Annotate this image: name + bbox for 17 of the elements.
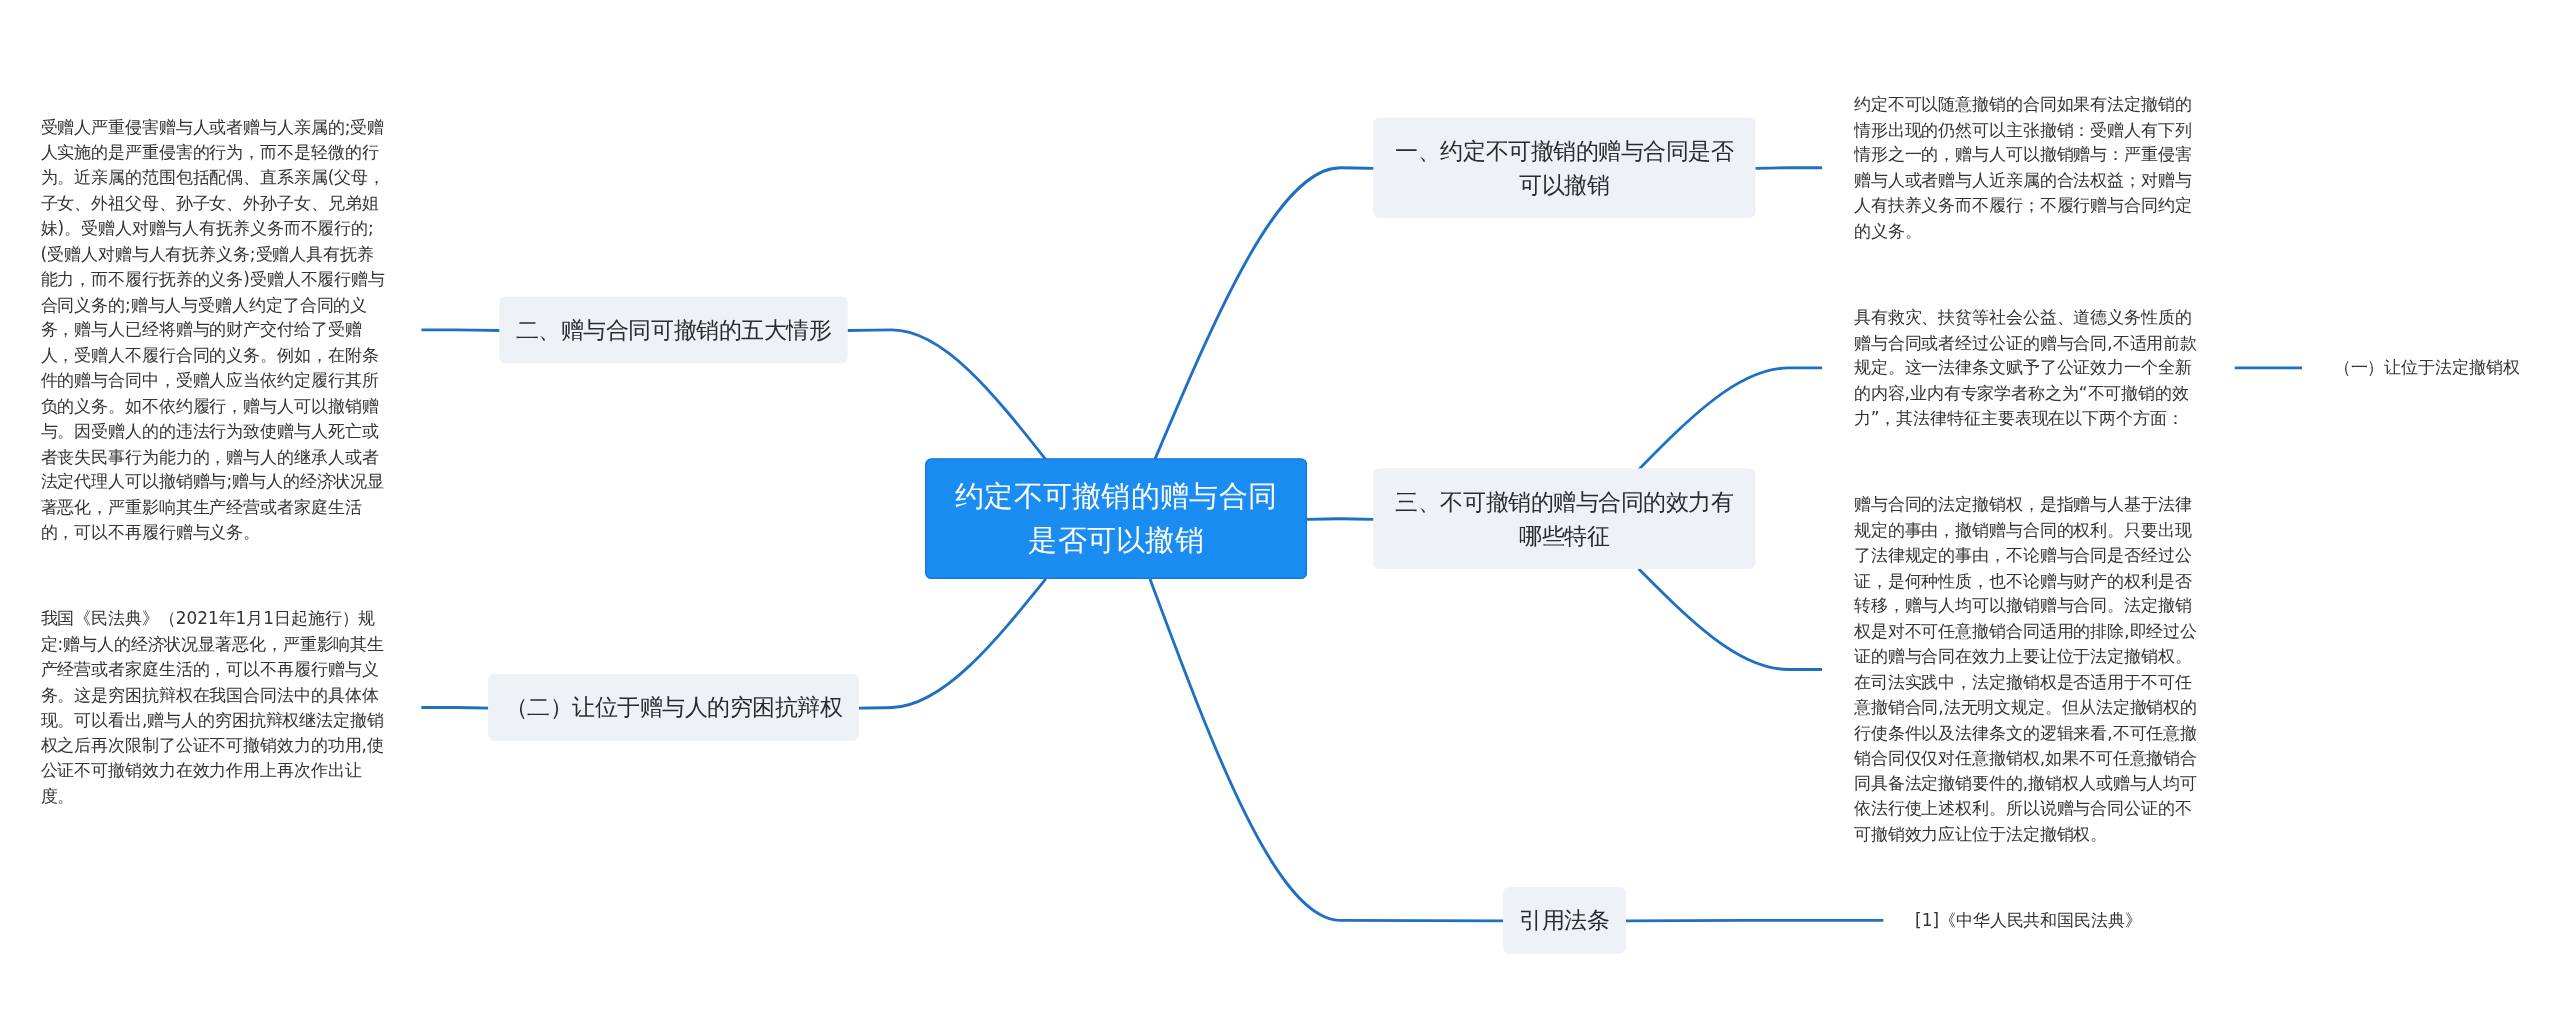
- connector: [1153, 166, 1375, 461]
- node-text: [1]《中华人民共和国民法典》: [1915, 909, 2142, 931]
- connector: [1637, 366, 1823, 471]
- connector: [847, 328, 1047, 461]
- node-text: 我国《民法典》（2021年1月1日起施行）规定:赠与人的经济状况显著恶化，严重影响其生产经营或者家庭生活的，可以不再履行赠与义务。这是穷困抗辩权在我国合同法中的具体体现。可以看出,赠与人的穷困抗辩权继法定撤销权之后再次限制了公证不可撤销效力的功用,使公证不可撤销效力在效力作用上再次作出让度。: [40, 608, 385, 807]
- node-text: 赠与合同的法定撤销权，是指赠与人基于法律规定的事由，撤销赠与合同的权利。只要出现了法律规定的事由，不论赠与合同是否经过公证，是何种性质，也不论赠与财产的权利是否转移，赠与人均可以撤销赠与合同。法定撤销权是对不可任意撤销合同适用的排除,即经过公证的赠与合同在效力上要让位于法定撤销权。在司法实践中，法定撤销权是否适用于不可任意撤销合同,法无明文规定。但从法定撤销权的行使条件以及法律条文的逻辑来看,不可任意撤销合同仅仅对任意撤销权,如果不可任意撤销合同具备法定撤销要件的,撤销权人或赠与人均可依法行使上述权利。所以说赠与合同公证的不可撤销效力应让位于法定撤销权。: [1853, 494, 2198, 845]
- node-text: 约定不可以随意撤销的合同如果有法定撤销的情形出现的仍然可以主张撤销：受赠人有下列情形之一的，赠与人可以撤销赠与：严重侵害赠与人或者赠与人近亲属的合法权益；对赠与人有扶养义务而不履行；不履行赠与合同约定的义务。: [1853, 93, 2192, 241]
- connector: [421, 328, 501, 332]
- connector: [1625, 918, 1884, 923]
- connector: [1637, 567, 1823, 671]
- connector: [1307, 517, 1375, 521]
- node-text: 受赠人严重侵害赠与人或者赠与人亲属的;受赠人实施的是严重侵害的行为，而不是轻微的行为。近亲属的范围包括配偶、直系亲属(父母，子女、外祖父母、孙子女、外孙子女、兄弟姐妹)。受赠人对赠与人有抚养义务而不履行的;(受赠人对赠与人有抚养义务;受赠人具有抚养能力，而不履行抚养的义务)受赠人不履行赠与合同义务的;赠与人与受赠人约定了合同的义务，赠与人已经将赠与的财产交付给了受赠人，受赠人不履行合同的义务。例如，在附条件的赠与合同中，受赠人应当依约定履行其所负的义务。如不依约履行，赠与人可以撤销赠与。因受赠人的的违法行为致使赠与人死亡或者丧失民事行为能力的，赠与人的继承人或者法定代理人可以撤销赠与;赠与人的经济状况显著恶化，严重影响其生产经营或者家庭生活的，可以不再履行赠与义务。: [40, 116, 386, 543]
- connector: [1755, 166, 1823, 170]
- node-text: 具有救灾、扶贫等社会公益、道德义务性质的赠与合同或者经过公证的赠与合同,不适用前款规定。这一法律条文赋予了公证效力一个全新的内容,业内有专家学者称之为“不可撤销的效力”，其法律特征主要表现在以下两个方面：: [1853, 306, 2198, 429]
- node-text: （一）让位于法定撤销权: [2333, 357, 2520, 378]
- connector: [858, 578, 1047, 710]
- connector: [2234, 366, 2303, 370]
